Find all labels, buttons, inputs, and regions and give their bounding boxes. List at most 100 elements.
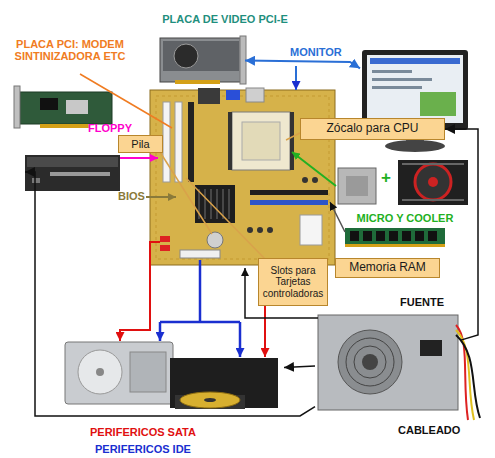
component-label: MICRO Y COOLER xyxy=(330,212,480,224)
pci-card xyxy=(40,124,90,128)
pci-card xyxy=(14,86,112,128)
component-node: FLOPPY xyxy=(25,150,120,195)
motherboard xyxy=(290,112,294,170)
component-label: PLACA DE VIDEO PCI-E xyxy=(150,13,300,25)
floppy-drive xyxy=(50,172,110,176)
video-card xyxy=(160,38,242,82)
cpu-and-cooler xyxy=(338,168,376,204)
motherboard xyxy=(198,88,220,104)
component-node: FUENTE xyxy=(315,312,460,412)
leader-line xyxy=(80,74,300,259)
ram-module xyxy=(345,228,445,247)
floppy-drive xyxy=(25,155,120,191)
motherboard xyxy=(247,227,253,233)
callout-text: Memoria RAM xyxy=(349,261,426,274)
motherboard xyxy=(228,112,232,170)
power-supply xyxy=(346,338,394,386)
leader-line xyxy=(186,178,265,259)
pointer-arrow xyxy=(330,202,345,232)
motherboard xyxy=(160,236,170,242)
motherboard xyxy=(312,177,318,183)
dvd-drive xyxy=(170,358,278,408)
callout-box: Slots para Tarjetas controladoras xyxy=(258,258,328,306)
pci-card xyxy=(14,86,20,128)
power-supply xyxy=(456,335,480,418)
callout-text: Zócalo para CPU xyxy=(326,122,418,135)
motherboard xyxy=(175,102,182,182)
callout-text: Pila xyxy=(131,138,149,150)
power-supply xyxy=(318,315,458,410)
motherboard xyxy=(250,200,328,205)
component-label: PERIFERICOS SATA xyxy=(90,426,280,438)
hard-disk xyxy=(78,350,122,394)
power-supply xyxy=(456,330,474,420)
power-supply xyxy=(318,315,480,420)
monitor xyxy=(367,55,463,123)
component-node: MICRO Y COOLER xyxy=(335,158,475,206)
power-supply xyxy=(338,330,402,394)
ram-module xyxy=(376,231,385,241)
motherboard xyxy=(226,90,240,100)
leader-line xyxy=(160,152,212,234)
motherboard xyxy=(302,177,308,183)
pci-card xyxy=(20,92,112,124)
leader-line xyxy=(80,74,172,128)
monitor xyxy=(385,140,445,152)
sata-cable xyxy=(120,242,265,357)
monitor xyxy=(372,70,412,73)
ide-cable xyxy=(199,260,202,322)
hard-disk xyxy=(65,342,173,404)
component-node: PLACA DE VIDEO PCI-E xyxy=(160,35,245,85)
dvd-drive xyxy=(180,392,240,408)
pci-card xyxy=(66,100,88,114)
motherboard xyxy=(180,250,220,258)
callout-box: Memoria RAM xyxy=(335,258,440,278)
motherboard xyxy=(250,190,328,195)
cpu-and-cooler xyxy=(428,177,438,187)
ram-module xyxy=(345,228,445,244)
ram-module xyxy=(428,231,437,241)
component-label: MONITOR xyxy=(290,46,360,58)
ram-module xyxy=(363,231,372,241)
video-card xyxy=(174,44,198,68)
motherboard xyxy=(300,215,322,245)
ide-cable xyxy=(160,260,240,357)
part-label: CABLEADO xyxy=(398,424,478,436)
hard-disk xyxy=(96,368,104,376)
connector-arrow xyxy=(284,366,315,368)
motherboard xyxy=(257,227,263,233)
cpu-and-cooler xyxy=(402,164,464,200)
dvd-drive xyxy=(170,358,278,409)
motherboard xyxy=(199,189,229,219)
floppy-drive xyxy=(25,155,120,191)
plus-sign: + xyxy=(381,168,397,187)
connector-arrow xyxy=(25,172,315,416)
component-node: PERIFERICOS SATAPERIFERICOS IDE xyxy=(62,335,284,412)
ide-cable xyxy=(159,322,162,341)
monitor xyxy=(420,92,456,116)
video-card xyxy=(175,80,220,84)
hard-disk xyxy=(130,352,166,392)
floppy-drive xyxy=(27,157,118,167)
pointer-arrow xyxy=(120,157,158,159)
cpu-and-cooler xyxy=(346,176,368,196)
power-supply xyxy=(362,354,378,370)
cpu-and-cooler xyxy=(398,160,468,205)
connector-arrow xyxy=(245,61,360,69)
motherboard xyxy=(150,88,335,265)
monitor xyxy=(372,86,422,89)
component-node: MONITOR xyxy=(360,48,470,158)
monitor xyxy=(372,78,432,81)
component-label: FUENTE xyxy=(400,296,470,308)
motherboard xyxy=(150,90,335,265)
motherboard xyxy=(160,245,170,251)
motherboard xyxy=(188,102,194,182)
floppy-drive xyxy=(32,178,40,183)
pointer-arrow xyxy=(292,152,336,186)
sata-cable xyxy=(120,242,160,341)
ram-module xyxy=(389,231,398,241)
pci-card xyxy=(40,98,58,110)
